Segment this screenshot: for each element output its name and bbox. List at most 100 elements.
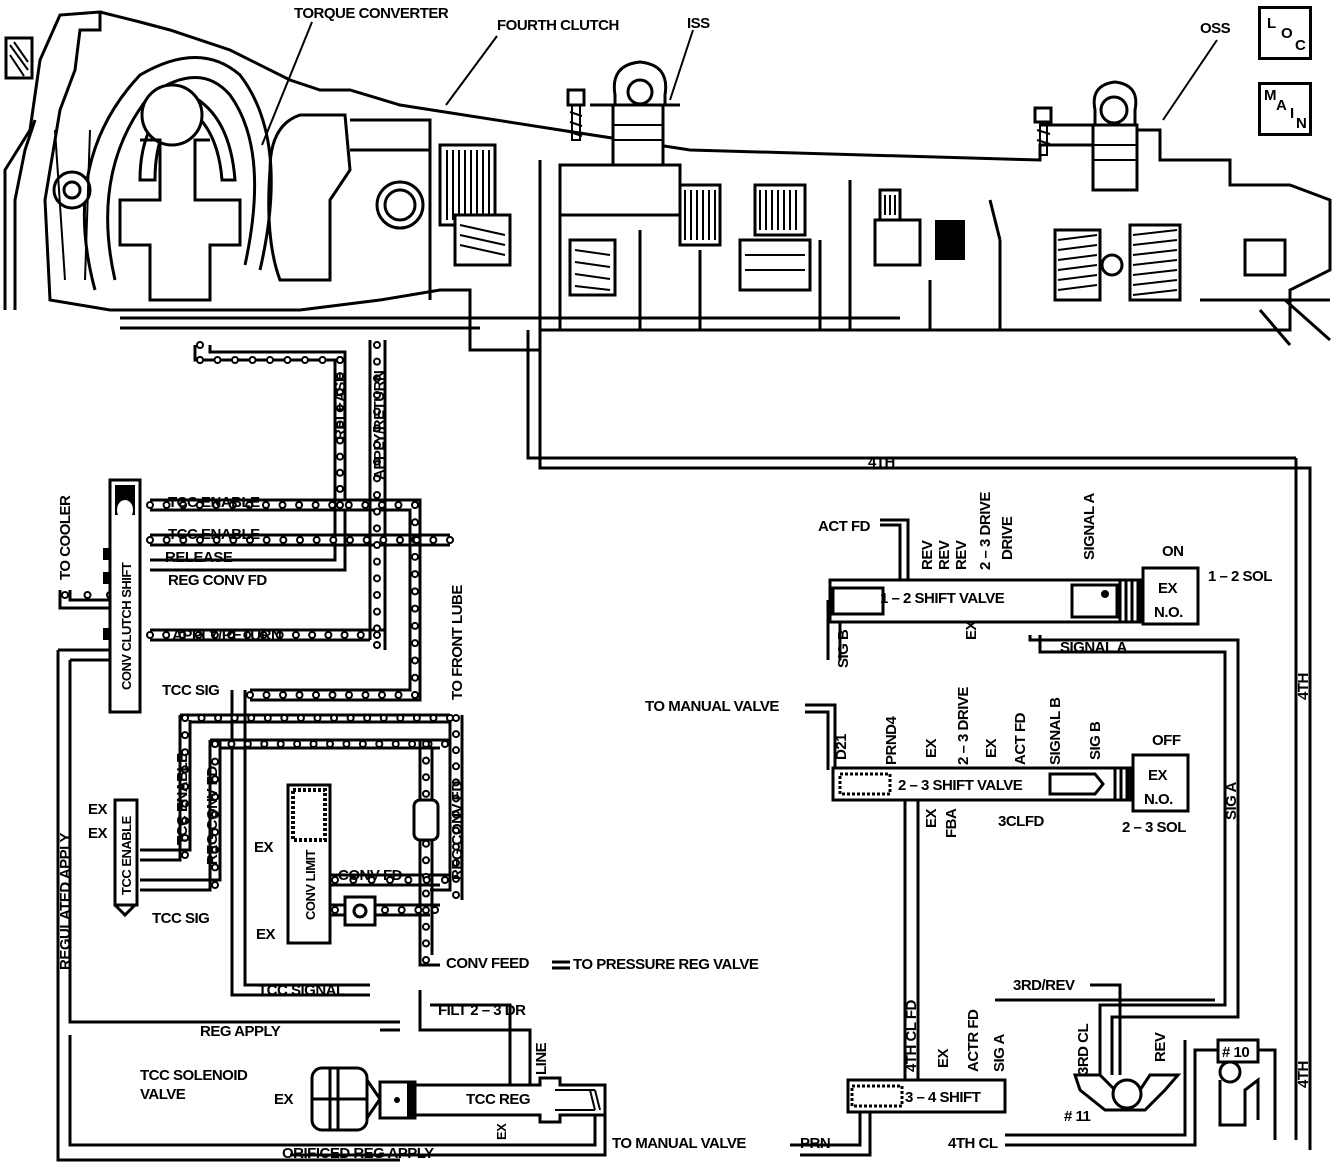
passage-dot xyxy=(211,863,219,872)
passage-dot xyxy=(373,491,381,499)
passage-dot xyxy=(408,740,417,748)
passage-dot xyxy=(196,536,204,544)
passage-dot xyxy=(227,740,236,748)
passage-dot xyxy=(336,372,344,381)
passage-dot xyxy=(296,536,304,544)
transmission-cross-section xyxy=(3,10,1332,352)
passage-dot xyxy=(211,757,219,766)
passage-dot xyxy=(452,746,460,755)
label-ex-12: EX xyxy=(963,620,980,640)
passage-dot xyxy=(373,557,381,566)
passage-dot xyxy=(211,881,219,889)
passage-dot xyxy=(263,714,272,722)
label-prnd4: PRND4 xyxy=(883,715,900,765)
check-ball-10: # 10 xyxy=(1216,1038,1260,1127)
passage-dot xyxy=(446,536,454,544)
passage-dot xyxy=(336,420,344,429)
label-drive: DRIVE xyxy=(999,516,1016,560)
label-sig-a-right: SIG A xyxy=(1223,782,1240,820)
tcc-solenoid-ex: EX xyxy=(274,1091,294,1108)
tcc-reg-valve: TCC REG EX xyxy=(413,1076,607,1140)
label-4th-cl-fd: 4TH CL FD xyxy=(903,999,920,1072)
loc-letter-o: O xyxy=(1281,25,1293,42)
drain-plug-icon xyxy=(4,36,34,80)
tcc-enable-valve-label: TCC ENABLE xyxy=(119,815,134,895)
passage-dot xyxy=(212,501,221,509)
passage-dot xyxy=(361,691,370,699)
passage-dot xyxy=(280,714,289,722)
passage-dot xyxy=(414,906,423,914)
passage-dot xyxy=(308,631,317,639)
passage-dot xyxy=(228,501,237,509)
label-rev-3: REV xyxy=(953,540,970,570)
sol-2-3-state: OFF xyxy=(1152,732,1181,749)
label-4th-cl: 4TH CL xyxy=(948,1135,998,1152)
solenoid-2-3 xyxy=(1131,753,1190,813)
passage-dot xyxy=(422,906,430,915)
passage-dot xyxy=(441,740,449,748)
passage-dot xyxy=(194,631,203,639)
passage-dot xyxy=(411,570,419,579)
passage-dot xyxy=(373,424,381,433)
passage-dot xyxy=(213,356,222,364)
fourth-clutch-pack xyxy=(438,143,512,267)
passage-dot xyxy=(278,501,287,509)
shift-valve-1-2-label: 1 – 2 SHIFT VALVE xyxy=(880,590,1005,607)
shift-valve-3-4-label: 3 – 4 SHIFT xyxy=(905,1089,981,1106)
tcc-solenoid-caption-1: TCC SOLENOID xyxy=(140,1067,248,1084)
sol-2-3-no: N.O. xyxy=(1144,791,1173,808)
passage-dot xyxy=(373,341,381,349)
label-conv-fd: CONV FD xyxy=(338,867,403,884)
passage-dot xyxy=(377,501,386,509)
passage-dot xyxy=(452,874,460,883)
passage-dot xyxy=(259,631,268,639)
conv-clutch-shift-valve: CONV CLUTCH SHIFT xyxy=(103,478,142,714)
passage-dot xyxy=(336,468,344,477)
passage-dot xyxy=(331,876,339,884)
passage-dot xyxy=(412,714,421,722)
label-rev-2: REV xyxy=(936,540,953,570)
passage-dot xyxy=(349,876,358,884)
passage-dot xyxy=(146,501,154,509)
passage-dot xyxy=(211,810,219,819)
label-signal-a-top: SIGNAL A xyxy=(1081,492,1098,560)
passage-dot xyxy=(178,631,187,639)
passage-dot xyxy=(422,922,430,931)
passage-dot xyxy=(162,501,171,509)
passage-dot xyxy=(246,536,254,544)
passage-dot xyxy=(356,631,365,639)
passage-dot xyxy=(291,631,300,639)
conv-limit-label: CONV LIMIT xyxy=(303,849,318,920)
loc-letter-l: L xyxy=(1267,15,1277,32)
passage-dot xyxy=(346,536,354,544)
label-signal-b: SIGNAL B xyxy=(1047,697,1064,765)
label-act-fd-2: ACT FD xyxy=(1012,712,1029,765)
label-to-manual-valve-mid: TO MANUAL VALVE xyxy=(645,698,779,715)
converter-passages xyxy=(58,340,464,967)
passage-dot xyxy=(313,714,322,722)
passage-dot xyxy=(411,552,419,561)
passage-dot xyxy=(411,673,419,682)
passage-dot xyxy=(404,876,413,884)
label-2-3-drive-b: 2 – 3 DRIVE xyxy=(955,687,972,765)
passage-dot xyxy=(230,714,239,722)
passage-dot xyxy=(452,762,460,771)
passage-dot xyxy=(210,631,219,639)
passage-dot xyxy=(375,740,384,748)
label-ex-23b: EX xyxy=(983,738,1000,758)
shift-valve-1-2: 1 – 2 SHIFT VALVE EX N.O. ON 1 – 2 SOL xyxy=(828,543,1273,626)
shift-valve-3-4: 3 – 4 SHIFT xyxy=(846,1078,1007,1114)
leader-fourth-clutch xyxy=(445,35,498,106)
label-reg-conv-fd-v2: REG CONV FD xyxy=(449,781,466,880)
label-orificed-reg-apply: ORIFICED REG APPLY xyxy=(282,1145,434,1162)
label-rev-1: REV xyxy=(919,540,936,570)
label-to-manual-valve-bottom: TO MANUAL VALVE xyxy=(612,1135,746,1152)
label-tcc-enable-v: TCC ENABLE xyxy=(174,753,191,845)
passage-dot xyxy=(247,714,256,722)
label-actr-fd: ACTR FD xyxy=(965,1009,982,1072)
label-release-v: RELEASE xyxy=(332,372,349,440)
shift-valve-2-3-label: 2 – 3 SHIFT VALVE xyxy=(898,777,1023,794)
main-letter-n: N xyxy=(1296,115,1307,132)
passage-dot xyxy=(330,714,339,722)
passage-dot xyxy=(373,574,381,583)
